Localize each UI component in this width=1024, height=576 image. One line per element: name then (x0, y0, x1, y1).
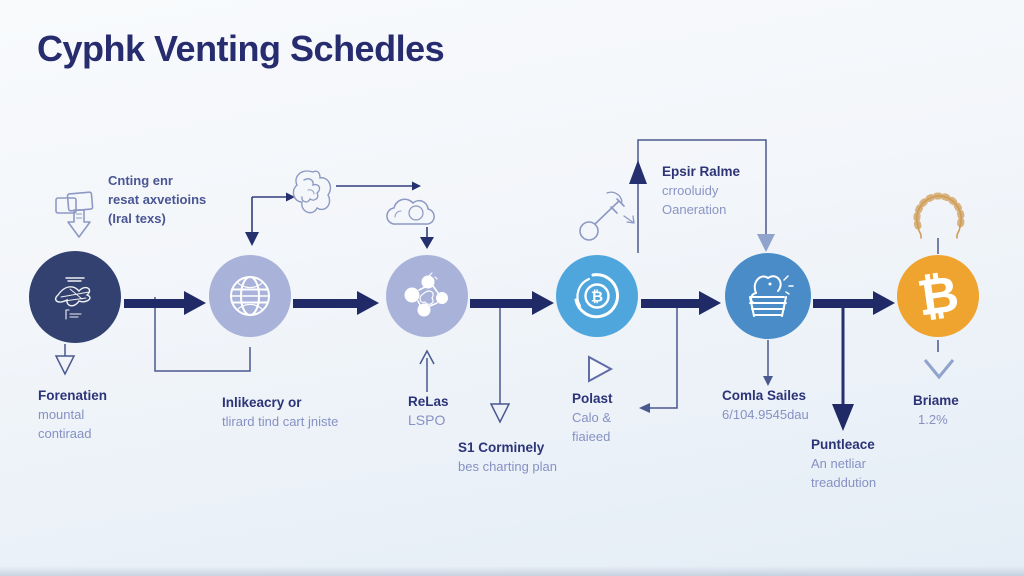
caption-bitcoin-rate: Briame 1.2% (913, 391, 959, 429)
caption-line: An netliar (811, 456, 866, 471)
brain-sketch-icon (292, 168, 336, 225)
caption-payout: Polast Calo & fiaieed (572, 389, 613, 446)
node-sales (725, 253, 811, 339)
caption-title: ReLas (408, 394, 449, 409)
caption-release: ReLas LSPO (408, 392, 449, 430)
coin-swirl-icon: ₿ (574, 273, 620, 319)
caption-line: tlirard tind cart jniste (222, 414, 339, 429)
flow-arrow-5 (813, 291, 895, 315)
caption-line: mountal (38, 407, 85, 422)
bitcoin-icon: ₿ (914, 264, 962, 327)
caption-formation: Forenatien mountal contiraad (38, 386, 107, 443)
caption-line: LSPO (408, 412, 446, 428)
caption-line: contiraad (38, 426, 92, 441)
node-bitcoin: ₿ (897, 255, 979, 337)
page-title: Cyphk Venting Schedles (37, 28, 445, 69)
caption-title: Briame (913, 393, 959, 408)
caption-line: treaddution (811, 475, 877, 490)
caption-line: 6/104.9545dau (722, 407, 809, 422)
node-formation (29, 251, 121, 343)
svg-text:₿: ₿ (591, 288, 603, 306)
flow-arrow-4 (641, 291, 721, 315)
caption-line: 1.2% (918, 412, 948, 427)
caption-line: fiaieed (572, 429, 611, 444)
node-intermediary (209, 255, 291, 337)
caption-purchase: Puntleace An netliar treaddution (811, 435, 876, 492)
caption-intermediary: Inlikeacry or tlirard tind cart jniste (222, 393, 338, 431)
key-magnifier-icon (574, 186, 640, 249)
caption-line: bes charting plan (458, 459, 558, 474)
caption-title: Polast (572, 391, 613, 406)
caption-sales: Comla Sailes 6/104.9545dau (722, 386, 809, 424)
dog-in-basket-icon (749, 275, 794, 317)
caption-title: Puntleace (811, 437, 875, 452)
annotation-vesting-terms: Cnting enr resat axvetioins (Iral texs) (108, 171, 206, 228)
annotation-line: crrooluidy (662, 183, 719, 198)
flow-arrow-1 (124, 291, 206, 315)
stamp-download-icon (53, 190, 107, 251)
flow-arrow-2 (293, 291, 379, 315)
annotation-title: Epsir Ralme (662, 164, 741, 179)
globe-wireframe-icon (230, 276, 270, 316)
caption-title: Comla Sailes (722, 388, 807, 403)
svg-text:₿: ₿ (914, 264, 962, 327)
cloud-sketch-icon (385, 195, 435, 236)
caption-title: S1 Corminely (458, 440, 545, 455)
play-outline-icon (588, 355, 614, 383)
caption-community-plan: S1 Corminely bes charting plan (458, 438, 557, 476)
caption-title: Inlikeacry or (222, 395, 302, 410)
laurel-wreath-icon (910, 190, 968, 247)
node-release (386, 255, 468, 337)
flow-arrow-3 (470, 291, 554, 315)
caption-line: Calo & (572, 410, 612, 425)
node-payout: ₿ (556, 255, 638, 337)
annotation-line: Cnting enr (108, 173, 173, 188)
annotation-line: Oaneration (662, 202, 727, 217)
annotation-epoch-generation: Epsir Ralme crrooluidy Oaneration (662, 162, 740, 219)
chevron-down-icon (923, 359, 955, 380)
scribble-network-icon (54, 277, 91, 320)
molecule-cluster-icon (404, 272, 448, 317)
caption-title: Forenatien (38, 388, 108, 403)
annotation-line: (Iral texs) (108, 211, 166, 226)
annotation-line: resat axvetioins (108, 192, 207, 207)
